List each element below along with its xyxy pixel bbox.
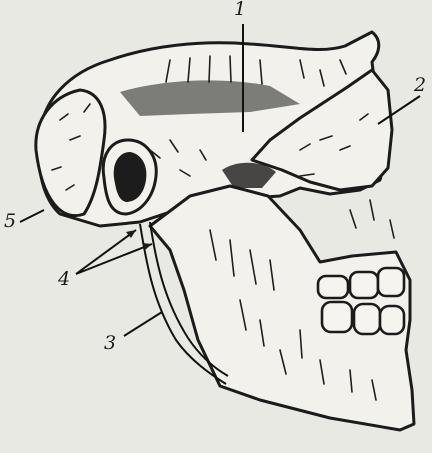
leader-line-3 [124,312,162,336]
label-1: 1 [234,0,246,19]
label-3: 3 [104,334,116,353]
label-4: 4 [58,270,70,289]
leader-line-4b [76,244,152,274]
label-2: 2 [414,76,426,95]
leader-line-4a [76,230,136,274]
label-5: 5 [4,212,16,231]
leader-line-5 [20,210,44,222]
